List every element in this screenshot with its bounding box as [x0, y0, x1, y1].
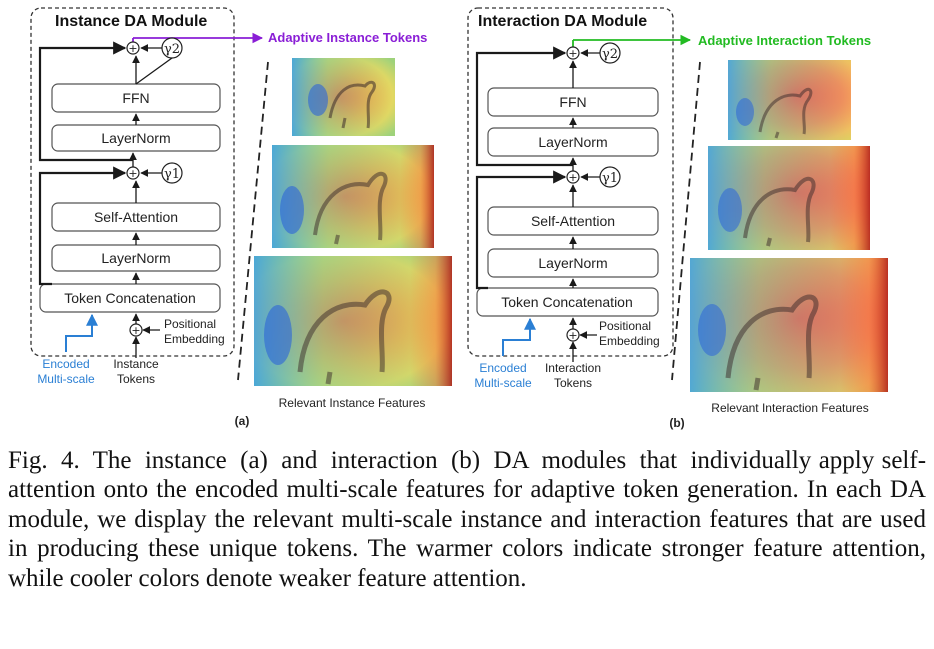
- svg-text:+: +: [568, 47, 577, 60]
- svg-text:+: +: [568, 171, 577, 184]
- caption-lead: Fig. 4. The instance (a) and interaction…: [8, 447, 812, 474]
- svg-text:Multi-scale: Multi-scale: [474, 376, 532, 390]
- heatmap-large-b: [690, 258, 888, 392]
- svg-text:+: +: [568, 329, 577, 342]
- heatmap-large-a: [254, 256, 452, 386]
- svg-text:Tokens: Tokens: [117, 372, 155, 386]
- panel-label-b: (b): [669, 416, 684, 430]
- svg-text:Embedding: Embedding: [599, 334, 660, 348]
- module-a-title: Instance DA Module: [55, 13, 207, 30]
- svg-text:Token Concatenation: Token Concatenation: [501, 294, 633, 310]
- gamma1-label-a: γ1: [164, 167, 180, 182]
- heatmap-small-b: [728, 60, 851, 140]
- token-concat-a: [39, 283, 221, 313]
- heatmap-small-a: [292, 58, 395, 136]
- svg-text:FFN: FFN: [122, 90, 149, 106]
- svg-text:Encoded: Encoded: [42, 357, 89, 371]
- svg-text:Self-Attention: Self-Attention: [531, 213, 615, 229]
- svg-text:Multi-scale: Multi-scale: [37, 372, 95, 386]
- heatmap-medium-b: [708, 146, 870, 250]
- svg-text:Instance: Instance: [113, 357, 159, 371]
- figure-diagram: Instance DA Module Adaptive Instance Tok…: [30, 7, 888, 430]
- gamma2-label-a: γ2: [164, 42, 180, 57]
- sum-node-top-b: [566, 46, 580, 60]
- svg-text:Embedding: Embedding: [164, 332, 225, 346]
- svg-text:Positional: Positional: [164, 317, 216, 331]
- svg-text:Interaction: Interaction: [545, 361, 601, 375]
- sum-node-top-a: [126, 41, 140, 55]
- svg-text:LayerNorm: LayerNorm: [101, 130, 170, 146]
- module-a-frame: [30, 7, 235, 357]
- svg-text:LayerNorm: LayerNorm: [538, 255, 607, 271]
- features-label-a: Relevant Instance Features: [279, 396, 426, 410]
- svg-text:FFN: FFN: [559, 94, 586, 110]
- output-label-b: Adaptive Interaction Tokens: [698, 33, 871, 48]
- svg-text:Positional: Positional: [599, 319, 651, 333]
- features-label-b: Relevant Interaction Features: [711, 401, 868, 415]
- gamma1-label-b: γ1: [602, 171, 618, 186]
- svg-text:LayerNorm: LayerNorm: [538, 134, 607, 150]
- module-b-frame: [467, 7, 674, 357]
- module-b-title: Interaction DA Module: [478, 13, 647, 30]
- output-label-a: Adaptive Instance Tokens: [268, 30, 427, 45]
- token-concat-b: [476, 287, 659, 317]
- svg-text:+: +: [128, 42, 137, 55]
- svg-text:+: +: [128, 167, 137, 180]
- svg-text:Self-Attention: Self-Attention: [94, 209, 178, 225]
- svg-text:Tokens: Tokens: [554, 376, 592, 390]
- gamma2-label-b: γ2: [602, 47, 618, 62]
- panel-label-a: (a): [235, 414, 250, 428]
- panel-b: Interaction DA Module Adaptive Interacti…: [467, 7, 888, 430]
- svg-text:Token Concatenation: Token Concatenation: [64, 290, 196, 306]
- panel-a: Instance DA Module Adaptive Instance Tok…: [30, 7, 452, 428]
- heatmap-medium-a: [272, 145, 434, 248]
- svg-text:Encoded: Encoded: [479, 361, 526, 375]
- figure-caption: Fig. 4. The instance (a) and interaction…: [8, 446, 926, 593]
- caption-body: apply self-attention onto the encoded mu…: [8, 447, 927, 592]
- svg-text:+: +: [131, 324, 140, 337]
- svg-text:LayerNorm: LayerNorm: [101, 250, 170, 266]
